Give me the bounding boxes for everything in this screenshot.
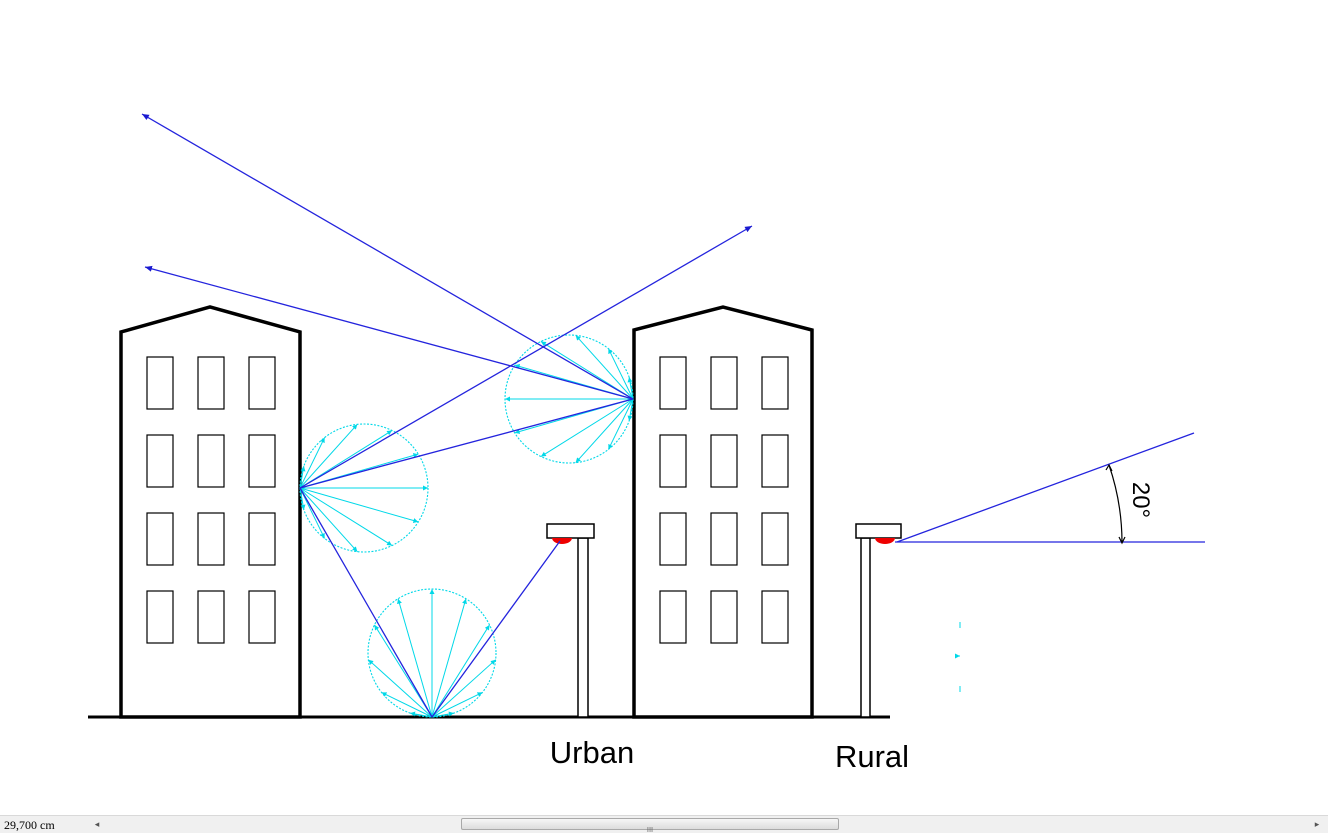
window bbox=[710, 434, 738, 488]
reflection-ray bbox=[299, 487, 306, 510]
ray-right-wall-to-sky-lower bbox=[144, 265, 634, 400]
reflection-ray bbox=[575, 335, 634, 400]
window bbox=[761, 512, 789, 566]
reflection-ray bbox=[431, 624, 490, 718]
reflection-ray bbox=[431, 691, 483, 718]
reflection-ray bbox=[540, 398, 634, 457]
reflection-ray bbox=[607, 398, 634, 450]
reflection-ray bbox=[299, 437, 326, 489]
angle-arc bbox=[1108, 464, 1123, 543]
window bbox=[146, 356, 174, 410]
reflection-ray bbox=[627, 398, 634, 421]
window bbox=[248, 356, 276, 410]
scrollbar-grip-icon: III bbox=[646, 826, 654, 834]
rural-ray-upward bbox=[896, 432, 1195, 543]
rural-label: Rural bbox=[835, 739, 909, 774]
ray-left-wall-to-right-wall bbox=[299, 398, 634, 489]
window bbox=[146, 512, 174, 566]
ray-left-wall-to-sky bbox=[299, 225, 753, 489]
reflection-ray bbox=[607, 348, 634, 400]
rural-street-light bbox=[855, 523, 902, 718]
window bbox=[146, 434, 174, 488]
window bbox=[761, 434, 789, 488]
window bbox=[761, 356, 789, 410]
left-building bbox=[119, 305, 302, 719]
scroll-left-arrow-icon[interactable]: ◂ bbox=[94, 819, 100, 829]
reflection-ray bbox=[431, 659, 496, 718]
horizontal-scrollbar[interactable]: III bbox=[106, 818, 1306, 834]
scrollbar-thumb[interactable]: III bbox=[461, 818, 839, 834]
window bbox=[710, 590, 738, 644]
reflection-ray bbox=[368, 659, 433, 718]
reflection-ray bbox=[431, 598, 467, 718]
scroll-right-arrow-icon[interactable]: ▸ bbox=[1314, 819, 1320, 829]
window bbox=[197, 356, 225, 410]
window bbox=[146, 590, 174, 644]
window bbox=[248, 434, 276, 488]
urban-label: Urban bbox=[550, 735, 634, 770]
angle-label: 20° bbox=[1127, 482, 1154, 518]
coordinate-readout: 29,700 cm bbox=[4, 818, 55, 832]
left-building-windows bbox=[146, 356, 276, 644]
ray-right-wall-to-sky-upper bbox=[141, 113, 634, 400]
reflection-ray bbox=[299, 466, 306, 489]
reflection-ray bbox=[397, 598, 433, 718]
reflection-ray bbox=[431, 711, 454, 718]
reflection-ray bbox=[299, 487, 393, 546]
light-ray-paths bbox=[141, 113, 1205, 718]
status-bar: 29,700 cm ◂ III ▸ bbox=[0, 815, 1328, 834]
reflection-ray bbox=[299, 424, 358, 489]
reflection-ray bbox=[627, 377, 634, 400]
window bbox=[197, 590, 225, 644]
left-wall-reflection-fan bbox=[299, 423, 429, 553]
ground-reflection-fan bbox=[367, 588, 497, 718]
reflection-ray bbox=[299, 487, 419, 523]
window bbox=[659, 356, 687, 410]
window bbox=[197, 434, 225, 488]
window bbox=[710, 356, 738, 410]
window bbox=[710, 512, 738, 566]
window bbox=[248, 590, 276, 644]
window bbox=[659, 434, 687, 488]
ray-ground-to-left-wall bbox=[299, 487, 433, 718]
diagram-canvas: 20° Urban Rural bbox=[88, 113, 1205, 774]
right-building-windows bbox=[659, 356, 789, 644]
rural-lamp-bulb bbox=[875, 538, 895, 544]
window bbox=[659, 590, 687, 644]
window bbox=[761, 590, 789, 644]
reflection-ray bbox=[410, 711, 433, 718]
window bbox=[197, 512, 225, 566]
partial-reflection-fragment bbox=[955, 622, 961, 692]
angle-indicator: 20° bbox=[1105, 463, 1154, 545]
window bbox=[659, 512, 687, 566]
reflection-ray bbox=[299, 487, 358, 552]
urban-street-light bbox=[546, 523, 595, 718]
reflection-ray bbox=[575, 398, 634, 463]
window bbox=[248, 512, 276, 566]
reflection-ray bbox=[381, 691, 433, 718]
urban-lamp-bulb bbox=[552, 538, 572, 544]
right-building bbox=[632, 305, 814, 719]
right-wall-reflection-fan bbox=[504, 334, 634, 464]
ray-lamp-to-ground bbox=[431, 540, 561, 718]
